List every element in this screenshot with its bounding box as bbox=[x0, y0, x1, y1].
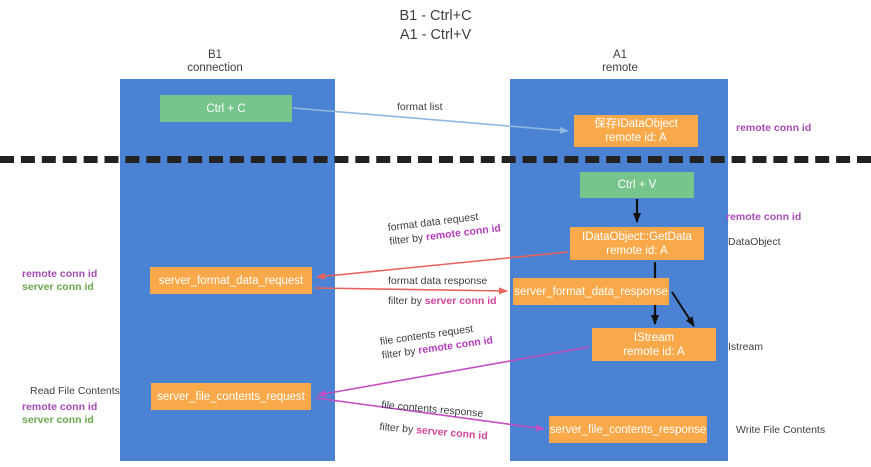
edge-label-format-data-request: format data request filter by remote con… bbox=[387, 207, 502, 248]
node-server-format-data-response[interactable]: server_format_data_response bbox=[513, 278, 669, 305]
annotation-remote-conn-id-mid: remote conn id bbox=[726, 211, 802, 223]
edge-label-file-contents-response: file contents response filter by server … bbox=[379, 398, 490, 443]
annotation-conn-ids-upper: remote conn id server conn id bbox=[22, 268, 97, 294]
filter-prefix: filter by bbox=[378, 420, 417, 437]
filter-key-server-conn-id: server conn id bbox=[415, 424, 489, 443]
annotation-server-conn-id: server conn id bbox=[22, 414, 94, 426]
filter-prefix: filter by bbox=[381, 344, 420, 362]
annotation-read-file-contents: Read File Contents bbox=[30, 385, 120, 397]
column-header-b1: B1 connection bbox=[187, 49, 243, 74]
filter-prefix: filter by bbox=[388, 295, 425, 307]
column-header-a1: A1 remote bbox=[602, 49, 638, 74]
edge-label-format-data-response: format data response filter by server co… bbox=[388, 274, 497, 308]
annotation-write-file-contents: Write File Contents bbox=[736, 424, 826, 436]
node-ctrl-v[interactable]: Ctrl + V bbox=[580, 172, 694, 198]
node-server-file-contents-request[interactable]: server_file_contents_request bbox=[151, 383, 311, 410]
filter-prefix: filter by bbox=[388, 231, 427, 248]
node-server-format-data-request[interactable]: server_format_data_request bbox=[150, 267, 312, 294]
phase-divider bbox=[0, 156, 871, 163]
annotation-remote-conn-id: remote conn id bbox=[22, 401, 98, 413]
annotation-remote-conn-id-top: remote conn id bbox=[736, 122, 812, 134]
annotation-conn-ids-lower: remote conn id server conn id bbox=[22, 401, 97, 427]
edge-label-file-contents-request: file contents request filter by remote c… bbox=[379, 319, 494, 362]
annotation-istream: Istream bbox=[728, 341, 764, 353]
edge-label-line-1: file contents response bbox=[380, 398, 484, 420]
diagram-title: B1 - Ctrl+C A1 - Ctrl+V bbox=[399, 8, 472, 43]
edge-label-format-list: format list bbox=[397, 101, 443, 113]
edge-label-line-2: filter by server conn id bbox=[388, 294, 497, 308]
node-istream[interactable]: IStream remote id: A bbox=[592, 328, 716, 361]
annotation-server-conn-id: server conn id bbox=[22, 281, 94, 293]
node-idataobject[interactable]: 保存IDataObject remote id: A bbox=[574, 115, 698, 147]
node-ctrl-c[interactable]: Ctrl + C bbox=[160, 95, 292, 122]
node-idataobject-getdata[interactable]: IDataObject::GetData remote id: A bbox=[570, 227, 704, 260]
edge-label-line-2: filter by server conn id bbox=[379, 420, 488, 443]
edge-label-line-1: format data response bbox=[388, 275, 488, 287]
annotation-dataobject: DataObject bbox=[728, 236, 781, 248]
filter-key-server-conn-id: server conn id bbox=[424, 295, 497, 307]
annotation-remote-conn-id: remote conn id bbox=[22, 268, 98, 280]
node-server-file-contents-response[interactable]: server_file_contents_response bbox=[549, 416, 707, 443]
